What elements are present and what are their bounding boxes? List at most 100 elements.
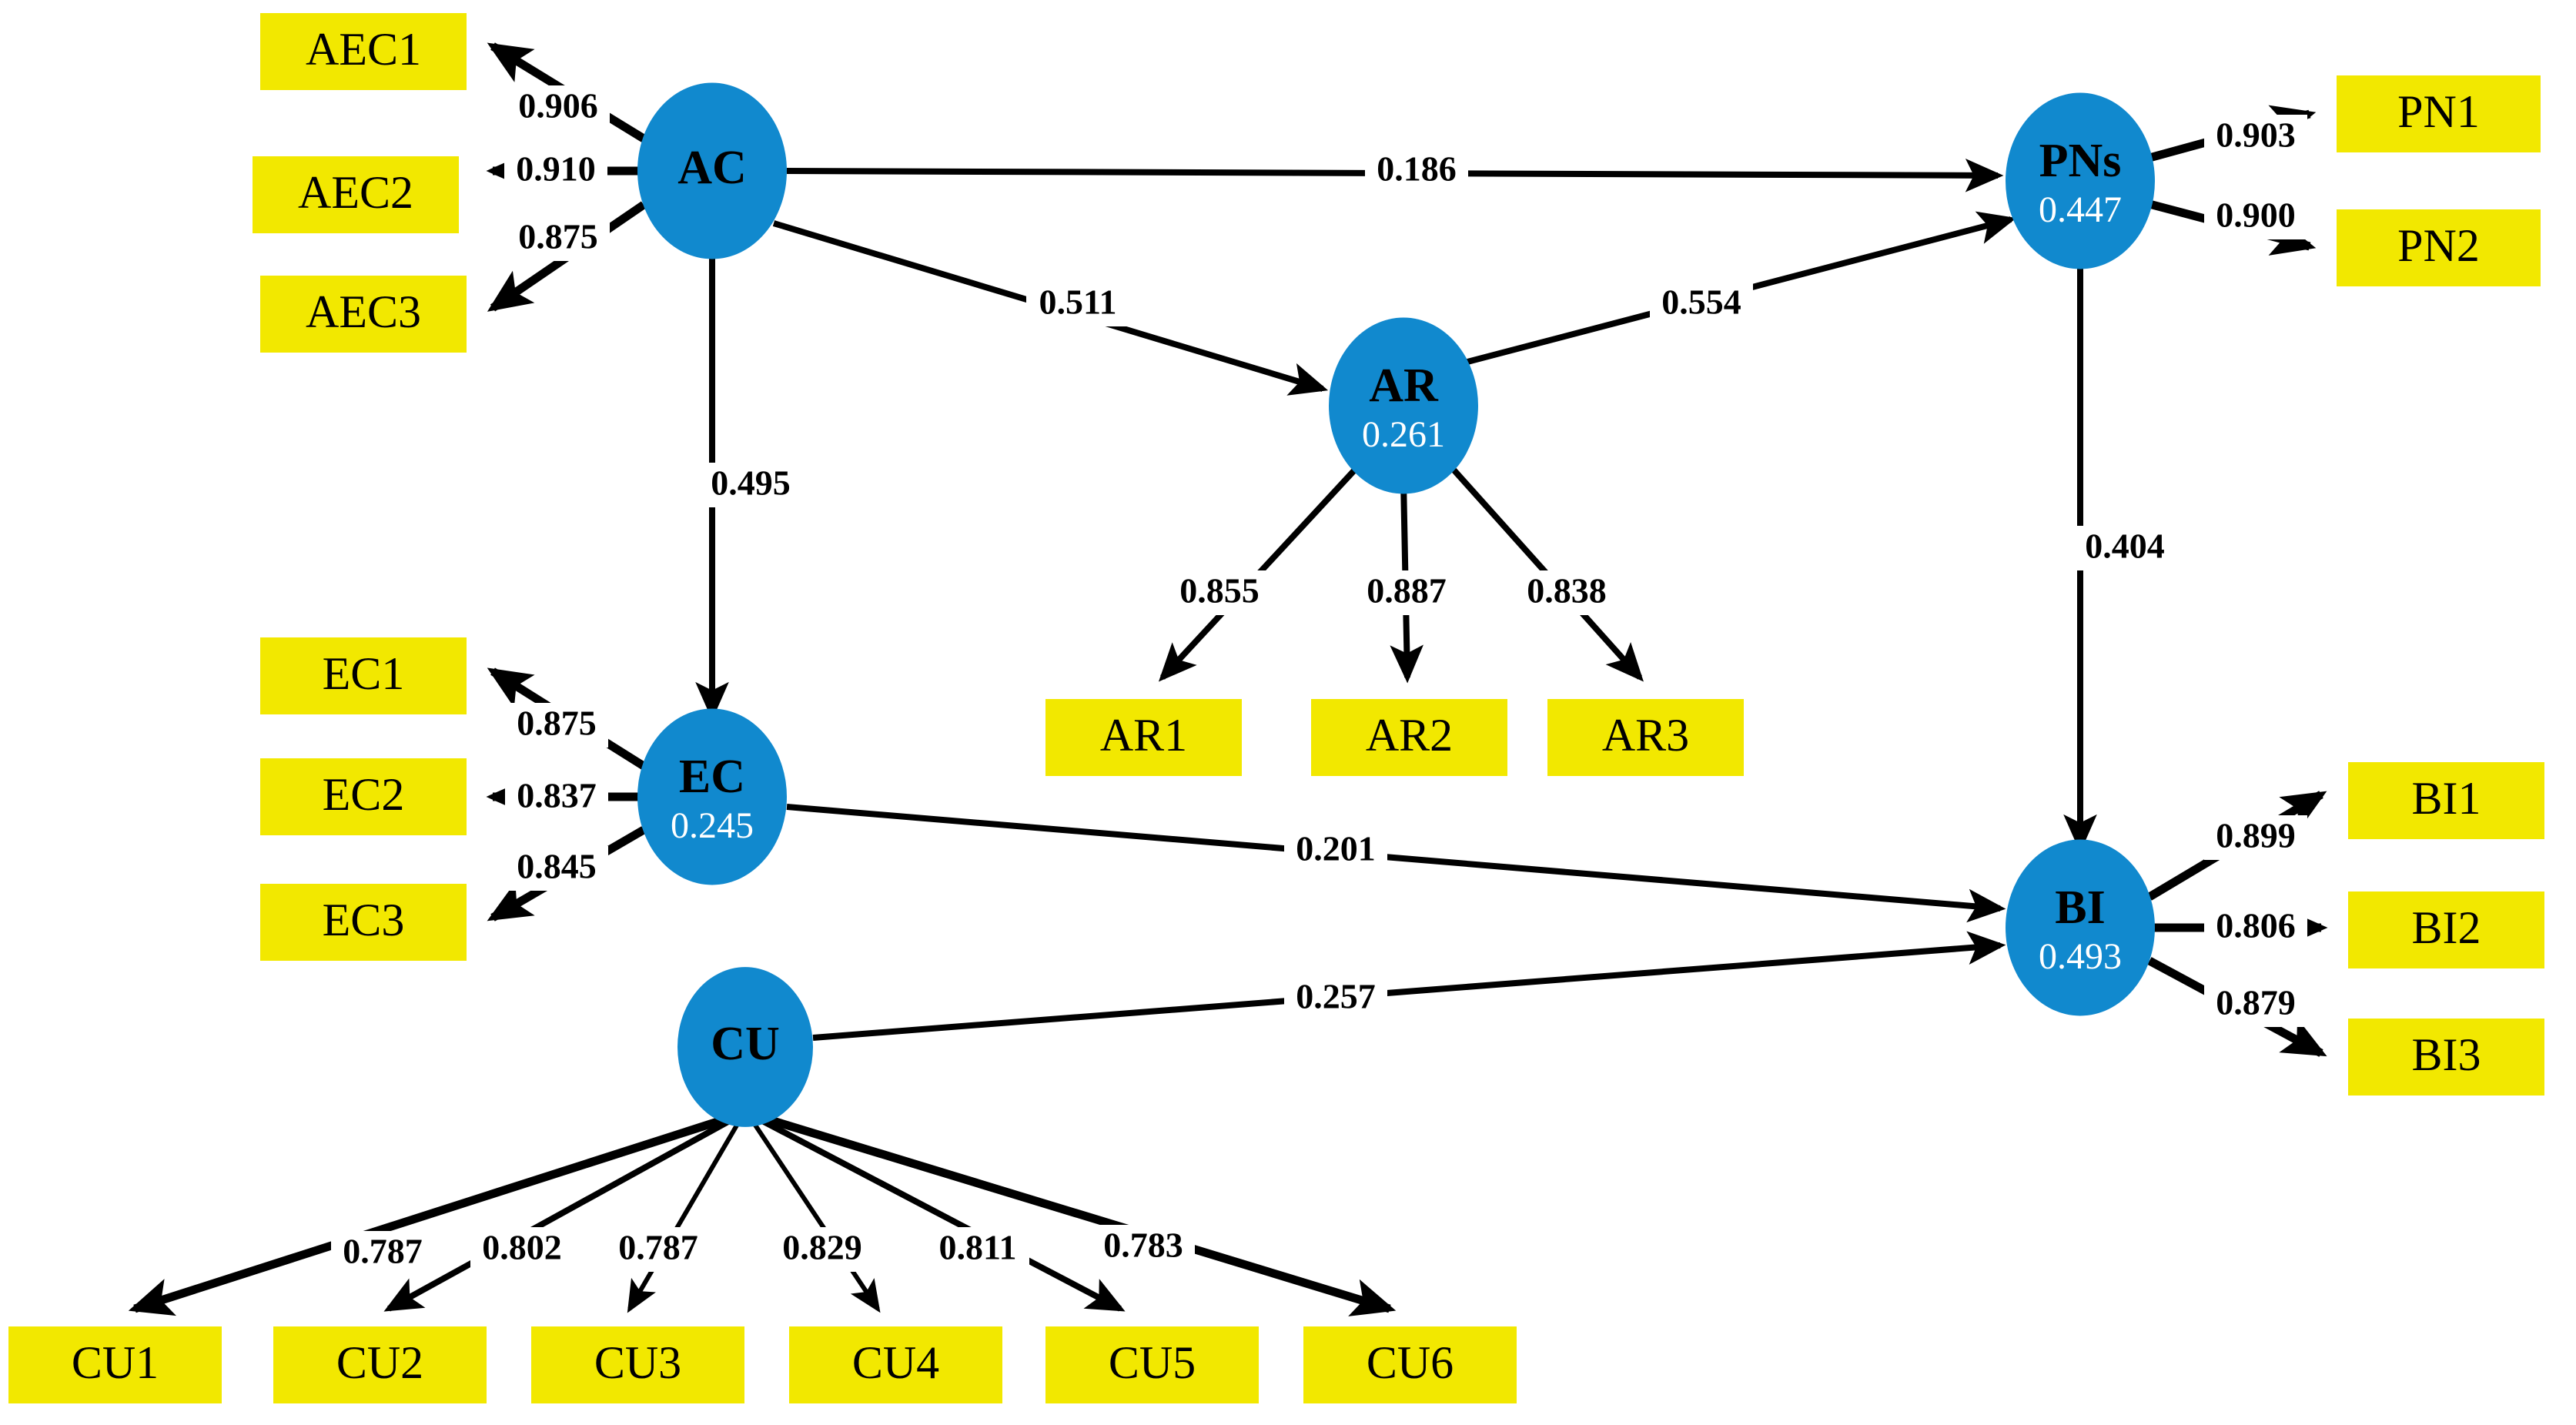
indicator-label: CU3 <box>594 1337 681 1388</box>
indicator-box[interactable] <box>1045 699 1242 776</box>
coef-label-backdrop <box>2204 982 2307 1027</box>
coef-ac-aec1: 0.906 <box>507 85 610 130</box>
construct-label: BI <box>2055 881 2105 934</box>
indicator-box[interactable] <box>273 1326 487 1403</box>
indicator-label: PN1 <box>2397 86 2480 137</box>
coef-label-text: 0.910 <box>516 149 596 189</box>
indicator-node-cu5[interactable]: CU5 <box>1045 1326 1259 1403</box>
indicator-box[interactable] <box>2337 209 2541 286</box>
indicator-box[interactable] <box>2348 891 2544 968</box>
coef-label-text: 0.838 <box>1527 571 1607 610</box>
coef-label-backdrop <box>607 1227 710 1272</box>
indicator-node-ec2[interactable]: EC2 <box>260 758 467 835</box>
indicator-node-cu4[interactable]: CU4 <box>789 1326 1002 1403</box>
indicator-label: AR2 <box>1366 710 1453 761</box>
indicator-label: BI3 <box>2412 1029 2481 1080</box>
construct-node-bi[interactable]: BI0.493 <box>2006 839 2155 1016</box>
indicator-node-ar3[interactable]: AR3 <box>1547 699 1744 776</box>
coef-cu-cu6: 0.783 <box>1092 1225 1195 1269</box>
coef-label-backdrop <box>1355 570 1458 615</box>
indicator-node-ar2[interactable]: AR2 <box>1311 699 1507 776</box>
indicator-node-pn2[interactable]: PN2 <box>2337 209 2541 286</box>
coef-label-backdrop <box>1168 570 1271 615</box>
coef-label-backdrop <box>504 149 607 193</box>
coef-ac-aec2: 0.910 <box>504 149 607 193</box>
indicator-box[interactable] <box>1547 699 1744 776</box>
indicator-box[interactable] <box>260 637 467 714</box>
construct-node-cu[interactable]: CU <box>677 967 813 1127</box>
construct-ellipse[interactable] <box>637 708 787 885</box>
coef-bi-bi1: 0.899 <box>2204 815 2307 860</box>
coef-label-backdrop <box>1284 828 1387 873</box>
coef-ac-ar: 0.511 <box>1026 282 1129 326</box>
indicator-label: AEC1 <box>306 24 421 75</box>
indicator-box[interactable] <box>1303 1326 1517 1403</box>
construct-ellipse[interactable] <box>677 967 813 1127</box>
construct-ellipse[interactable] <box>1329 317 1478 494</box>
indicator-box[interactable] <box>1045 1326 1259 1403</box>
coef-label-backdrop <box>2073 526 2176 570</box>
indicator-box[interactable] <box>260 884 467 961</box>
construct-ellipse[interactable] <box>2006 839 2155 1016</box>
construct-r2-value: 0.447 <box>2039 189 2122 230</box>
construct-node-ac[interactable]: AC <box>637 82 787 259</box>
indicator-box[interactable] <box>789 1326 1002 1403</box>
coef-ar-ar2: 0.887 <box>1355 570 1458 615</box>
indicator-node-bi1[interactable]: BI1 <box>2348 762 2544 839</box>
coef-ac-pns: 0.186 <box>1365 149 1468 193</box>
indicator-label: CU5 <box>1109 1337 1196 1388</box>
indicator-node-aec2[interactable]: AEC2 <box>253 156 459 233</box>
indicator-box[interactable] <box>531 1326 744 1403</box>
edge-ec-bi <box>786 804 2006 923</box>
coef-label-backdrop <box>507 216 610 261</box>
indicator-label: AEC3 <box>306 286 421 337</box>
coef-bi-bi3: 0.879 <box>2204 982 2307 1027</box>
indicator-node-bi3[interactable]: BI3 <box>2348 1019 2544 1096</box>
edge-cu-cu5 <box>749 1112 1126 1312</box>
indicator-node-pn1[interactable]: PN1 <box>2337 75 2541 152</box>
indicator-label: AEC2 <box>298 167 413 218</box>
coef-label-backdrop <box>2204 115 2307 159</box>
coef-label-text: 0.404 <box>2085 527 2165 566</box>
construct-node-ec[interactable]: EC0.245 <box>637 708 787 885</box>
indicator-box[interactable] <box>260 276 467 353</box>
indicator-box[interactable] <box>2337 75 2541 152</box>
coef-label-text: 0.787 <box>618 1228 698 1267</box>
indicator-box[interactable] <box>253 156 459 233</box>
coef-label-text: 0.186 <box>1377 149 1457 189</box>
indicator-node-cu3[interactable]: CU3 <box>531 1326 744 1403</box>
construct-r2-value: 0.493 <box>2039 936 2122 977</box>
indicator-node-ec1[interactable]: EC1 <box>260 637 467 714</box>
indicator-node-cu2[interactable]: CU2 <box>273 1326 487 1403</box>
indicator-node-ec3[interactable]: EC3 <box>260 884 467 961</box>
indicator-box[interactable] <box>8 1326 222 1403</box>
coef-label-backdrop <box>1026 282 1129 326</box>
indicator-label: CU2 <box>336 1337 423 1388</box>
indicator-node-cu6[interactable]: CU6 <box>1303 1326 1517 1403</box>
indicator-box[interactable] <box>1311 699 1507 776</box>
indicator-box[interactable] <box>2348 762 2544 839</box>
indicator-node-aec1[interactable]: AEC1 <box>260 13 467 90</box>
indicator-box[interactable] <box>2348 1019 2544 1096</box>
construct-node-ar[interactable]: AR0.261 <box>1329 317 1478 494</box>
coef-ac-aec3: 0.875 <box>507 216 610 261</box>
coef-label-text: 0.879 <box>2216 983 2296 1022</box>
indicator-node-aec3[interactable]: AEC3 <box>260 276 467 353</box>
coef-pns-pn1: 0.903 <box>2204 115 2307 159</box>
construct-ellipse[interactable] <box>2006 92 2155 269</box>
coef-label-text: 0.802 <box>482 1228 562 1267</box>
construct-ellipse[interactable] <box>637 82 787 259</box>
coef-ec-bi: 0.201 <box>1284 828 1387 873</box>
indicator-node-cu1[interactable]: CU1 <box>8 1326 222 1403</box>
indicator-node-ar1[interactable]: AR1 <box>1045 699 1242 776</box>
indicator-box[interactable] <box>260 13 467 90</box>
coef-label-text: 0.903 <box>2216 115 2296 155</box>
indicator-node-bi2[interactable]: BI2 <box>2348 891 2544 968</box>
indicator-box[interactable] <box>260 758 467 835</box>
coef-label-text: 0.257 <box>1296 977 1376 1016</box>
indicator-label: AR3 <box>1602 710 1689 761</box>
coef-cu-cu1: 0.787 <box>331 1231 434 1276</box>
